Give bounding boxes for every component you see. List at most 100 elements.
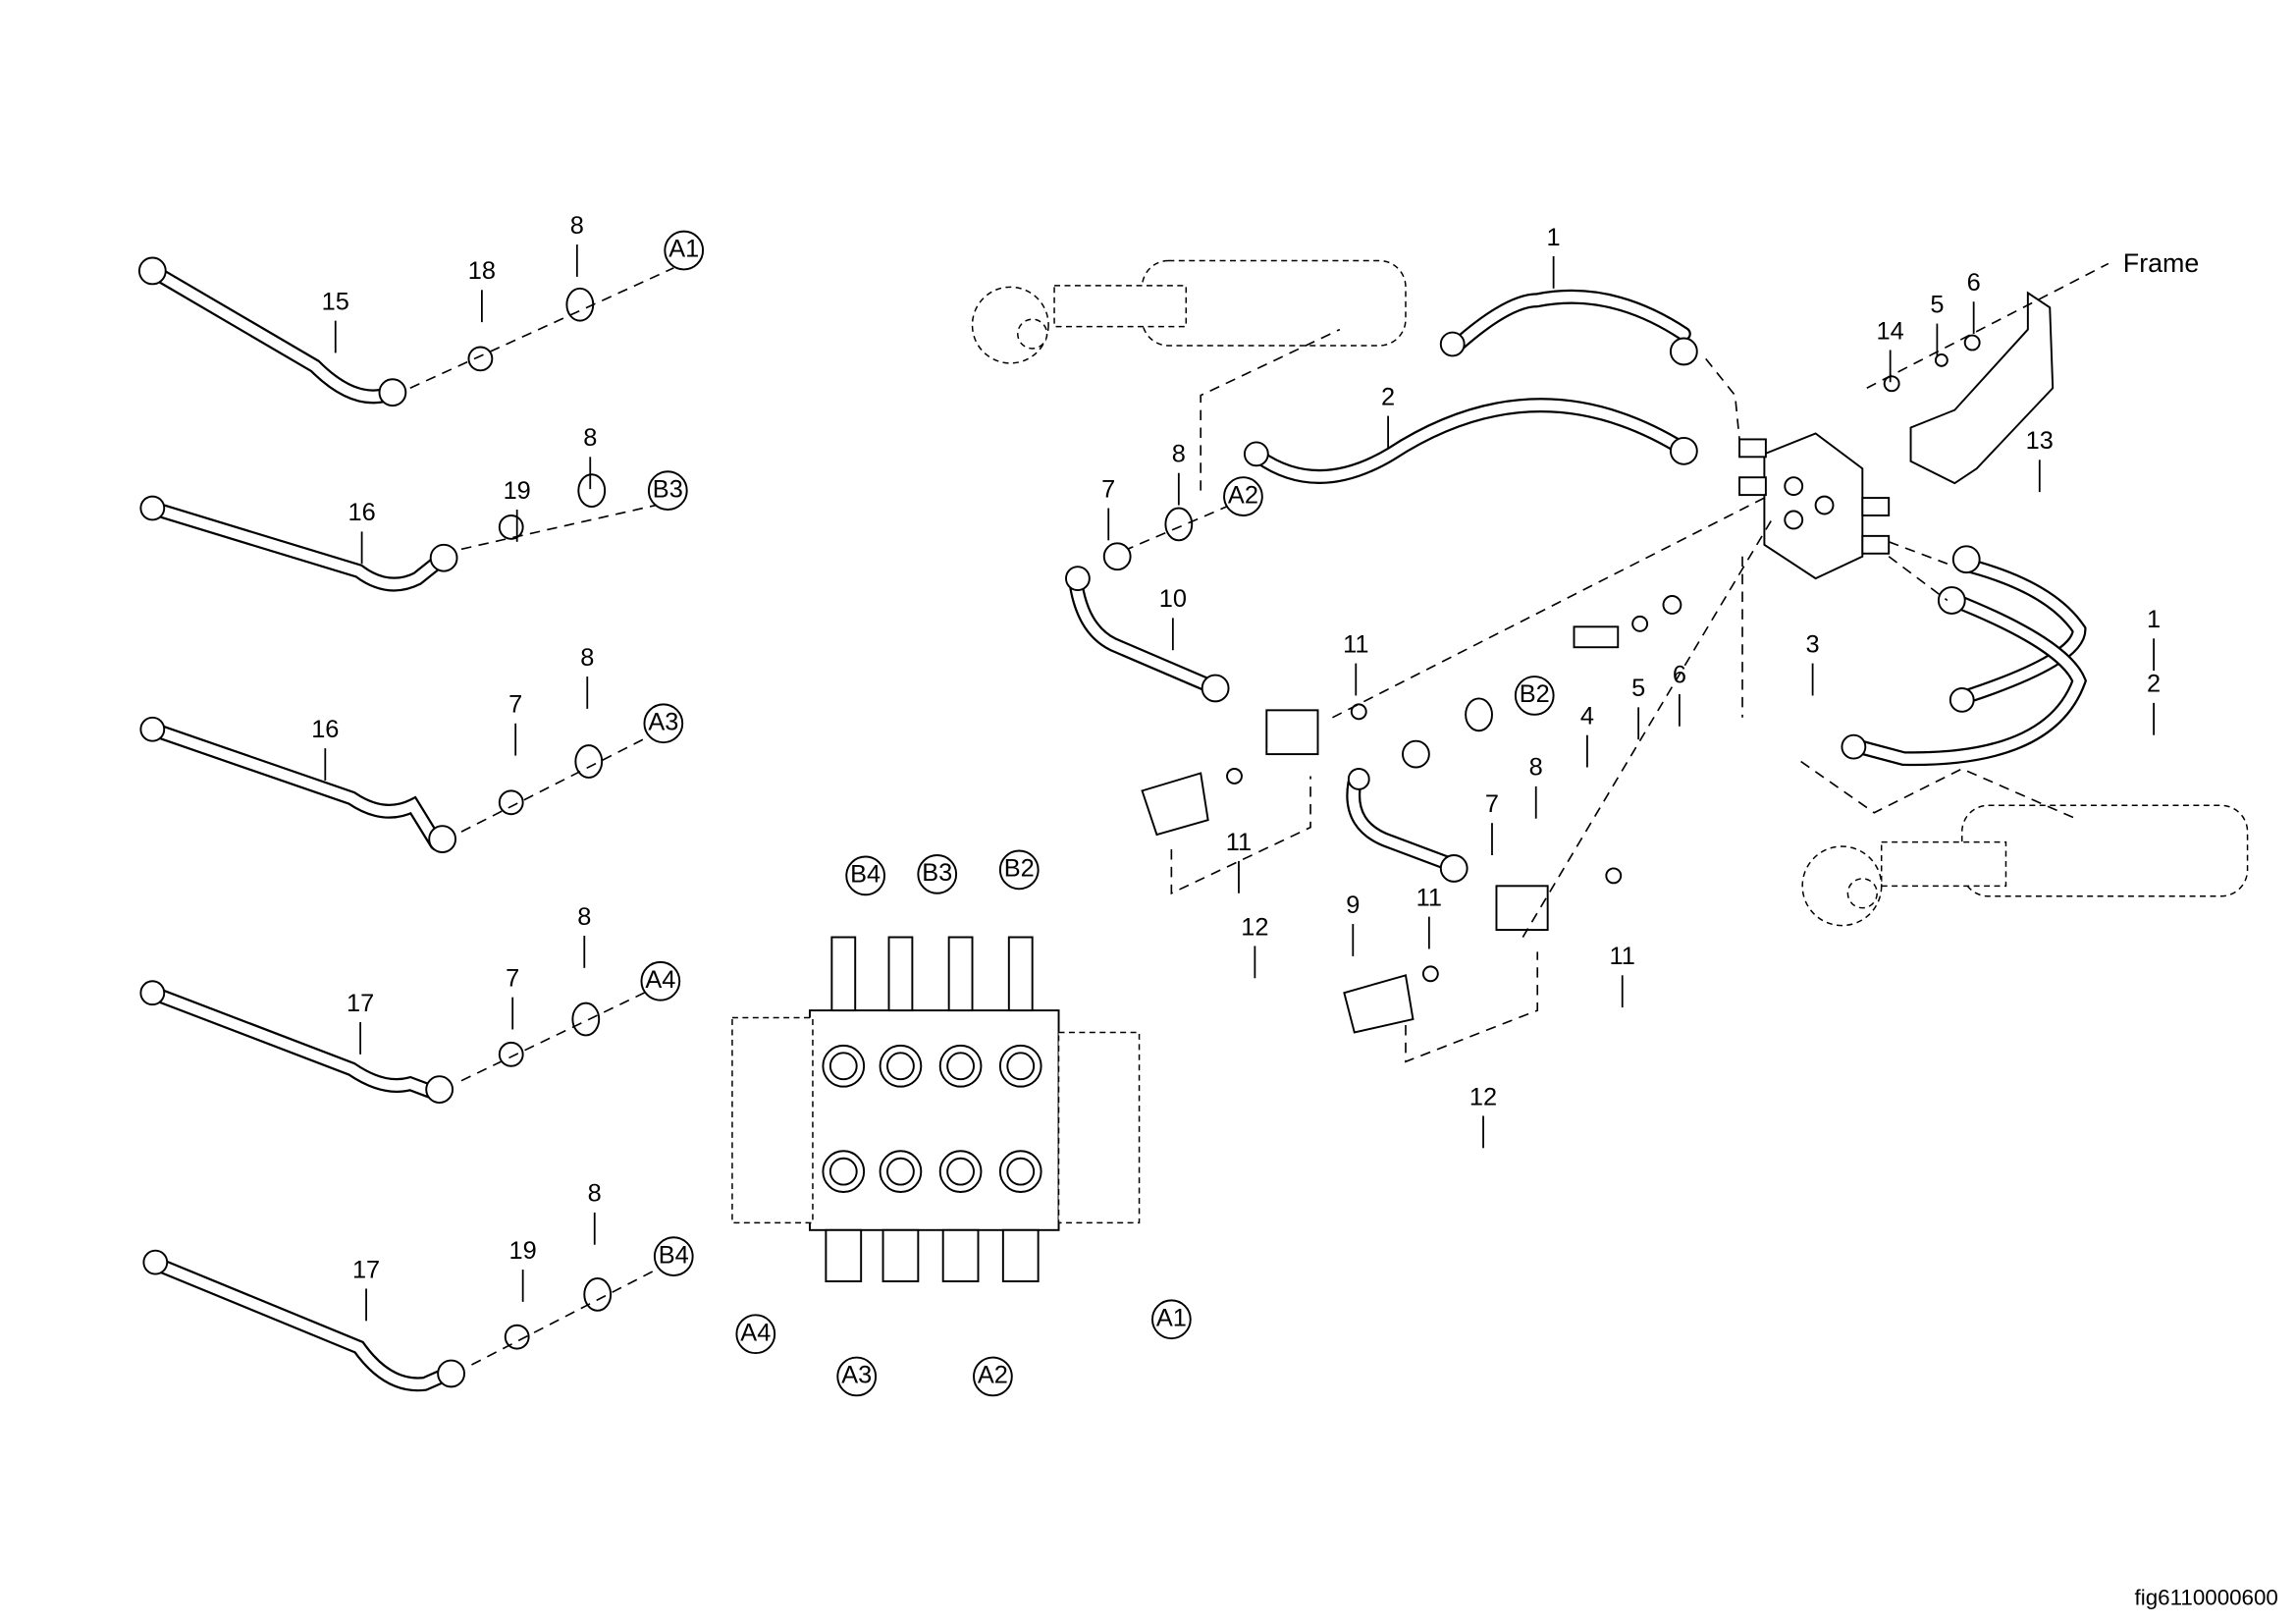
right-assembly — [971, 259, 2249, 1063]
left-hose-assemblies — [137, 256, 674, 1392]
port-label: A2 — [1228, 481, 1258, 509]
hoses-right — [1065, 289, 2088, 883]
valve-port — [946, 1157, 975, 1186]
port-label: A4 — [645, 966, 675, 994]
port-circle — [973, 1356, 1013, 1397]
part-number-callout: 9 — [1346, 892, 1360, 919]
part-number-callout: 8 — [577, 903, 591, 931]
valve-spool — [1007, 936, 1034, 1012]
valve-port — [1006, 1157, 1036, 1186]
valve-spool-end — [941, 1228, 980, 1282]
hose-16-b — [139, 716, 653, 853]
port-circle — [836, 1356, 878, 1397]
part-number-callout: 11 — [1226, 829, 1252, 856]
leader-dashes — [1127, 262, 2109, 1063]
figure-id: fig6110000600 — [2135, 1586, 2278, 1610]
valve-spool — [830, 936, 857, 1012]
valve-spool-end — [1001, 1228, 1040, 1282]
control-valve — [731, 936, 1141, 1282]
valve-spool-end — [881, 1228, 920, 1282]
part-number-callout: 10 — [1159, 585, 1187, 613]
part-number-callout: 16 — [311, 716, 339, 743]
port-label: A3 — [841, 1362, 872, 1389]
port-label: A1 — [668, 236, 699, 263]
port-label: B2 — [1004, 855, 1035, 883]
valve-spool — [947, 936, 974, 1012]
part-number-callout: 11 — [1610, 943, 1635, 970]
manifold-block — [1738, 432, 1891, 580]
part-number-callout: 1 — [2147, 606, 2161, 633]
part-number-callout: 4 — [1580, 703, 1594, 731]
cylinder-top — [971, 259, 1407, 364]
hose-15 — [137, 256, 674, 407]
port-circle — [653, 1236, 694, 1277]
valve-port — [946, 1052, 975, 1081]
part-number-callout: 8 — [580, 644, 594, 672]
part-number-callout: 12 — [1241, 913, 1268, 941]
part-number-callout: 1 — [1547, 224, 1561, 251]
part-number-callout: 6 — [1673, 662, 1686, 689]
port-circle — [664, 230, 705, 271]
port-label: A4 — [740, 1319, 771, 1346]
port-circle — [1151, 1299, 1192, 1340]
part-number-callout: 15 — [322, 288, 349, 315]
part-number-callout: 5 — [1930, 291, 1944, 318]
part-number-callout: 7 — [1485, 790, 1499, 818]
port-circle — [998, 849, 1040, 891]
port-label: B4 — [850, 861, 881, 889]
port-label: B3 — [653, 475, 683, 503]
part-number-callout: 8 — [1529, 754, 1543, 782]
port-label: B3 — [922, 859, 952, 887]
part-number-callout: 5 — [1631, 675, 1645, 702]
port-circle — [1223, 476, 1263, 516]
part-number-callout: 16 — [347, 499, 375, 526]
port-circle — [735, 1314, 776, 1355]
port-circle — [1514, 676, 1555, 716]
port-circle — [917, 854, 958, 894]
valve-spool-end — [825, 1228, 863, 1282]
part-number-callout: 7 — [508, 691, 522, 719]
port-circle — [640, 960, 681, 1001]
hose-17-b — [142, 1249, 660, 1392]
part-number-callout: 7 — [1101, 475, 1115, 503]
port-circle — [845, 855, 886, 896]
part-number-callout: 19 — [509, 1237, 537, 1265]
valve-port — [886, 1052, 915, 1081]
valve-port — [828, 1052, 858, 1081]
part-number-callout: 8 — [588, 1180, 602, 1208]
valve-spool — [887, 936, 914, 1012]
port-circle — [647, 470, 688, 511]
port-label: A3 — [648, 708, 678, 735]
part-number-callout: 2 — [2147, 671, 2161, 698]
part-number-callout: 7 — [506, 964, 519, 992]
port-circle — [643, 703, 684, 744]
callout-leaders — [324, 244, 2156, 1322]
valve-port — [828, 1157, 858, 1186]
part-number-callout: 3 — [1806, 630, 1820, 658]
valve-port — [886, 1157, 915, 1186]
part-number-callout: 6 — [1967, 269, 1981, 297]
part-number-callout: 11 — [1416, 884, 1442, 911]
port-label: A2 — [978, 1362, 1008, 1389]
bracket-13 — [1883, 291, 2055, 485]
part-number-callout: 17 — [352, 1256, 380, 1283]
frame-label: Frame — [2123, 248, 2200, 278]
hose-17-a — [139, 980, 648, 1105]
part-number-callout: 11 — [1343, 630, 1368, 658]
part-number-callout: 2 — [1381, 383, 1395, 410]
port-label: B2 — [1520, 680, 1550, 708]
port-label: B4 — [659, 1241, 689, 1269]
valve-port — [1006, 1052, 1036, 1081]
cylinder-bottom — [1801, 804, 2249, 927]
part-number-callout: 13 — [2026, 427, 2054, 455]
part-number-callout: 8 — [583, 424, 597, 452]
part-number-callout: 17 — [347, 990, 374, 1017]
part-number-callout: 12 — [1469, 1083, 1497, 1110]
part-number-callout: 18 — [468, 257, 496, 285]
hose-16-a — [139, 473, 657, 592]
fittings — [1102, 507, 1682, 1034]
part-number-callout: 19 — [504, 477, 531, 505]
port-label: A1 — [1156, 1304, 1187, 1331]
